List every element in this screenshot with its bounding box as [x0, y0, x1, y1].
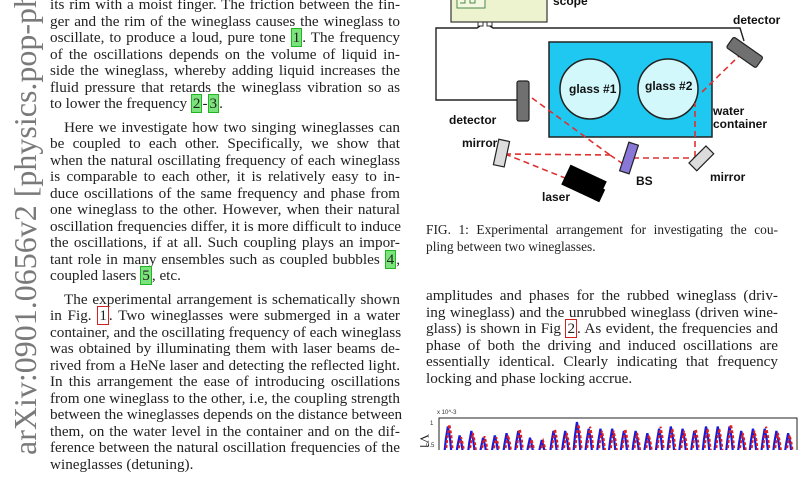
caption-line: pling between two wineglasses. [426, 238, 596, 254]
mirror-left-icon [492, 138, 511, 168]
text-line: amplitudes and phases for the rubbed win… [426, 287, 778, 304]
y-scale-label: x 10^-3 [437, 410, 457, 416]
text-line: was obtained by illuminating them with l… [50, 340, 400, 357]
text-line: fluid pressure that retards the wineglas… [50, 78, 400, 96]
citation-link[interactable]: 3 [207, 94, 220, 113]
text-line: The experimental arrangement is schemati… [64, 290, 400, 308]
paragraph-3: The experimental arrangement is schemati… [50, 290, 403, 474]
experiment-schematic [435, 0, 764, 203]
text-line: its rim with a moist finger. The frictio… [50, 0, 400, 13]
figure-link[interactable]: 2 [565, 319, 578, 338]
label-glass-1: glass #1 [569, 82, 617, 96]
text-line: rived from a HeNe laser and detecting th… [50, 356, 400, 374]
text-line: of the oscillations depends on the volum… [50, 45, 400, 63]
ytick-1: 1 [430, 421, 434, 427]
text-line: glass) is shown in Fig 2. As evident, th… [426, 319, 779, 338]
text-line: ference between the natural oscillation … [50, 439, 400, 456]
beam-splitter-icon [618, 141, 640, 175]
series-line [444, 424, 795, 459]
y-axis-label: V] [420, 434, 432, 448]
text-line: locking and phase locking accrue. [426, 369, 633, 387]
right-column: amplitudes and phases for the rubbed win… [426, 287, 779, 387]
ytick-0.5: 0.5 [426, 443, 435, 449]
label-scope: scope [553, 0, 588, 8]
paragraph-1: its rim with a moist finger. The frictio… [50, 0, 400, 113]
text-line: between the wineglasses depends on the d… [50, 406, 403, 423]
figure-1-caption: FIG. 1: Experimental arrangement for inv… [426, 222, 778, 255]
citation-link[interactable]: 4 [384, 249, 397, 269]
text-line: when the natural oscillating frequency o… [50, 151, 400, 169]
citation-link[interactable]: 1 [290, 28, 303, 47]
text-line: tant role in many ensembles such as coup… [50, 249, 400, 269]
caption-line: FIG. 1: Experimental arrangement for inv… [426, 222, 778, 237]
figure-1-diagram: scope detector glass #1 glass #2 water c… [420, 0, 800, 210]
label-container: container [713, 117, 768, 131]
label-glass-2: glass #2 [645, 79, 693, 93]
paragraph-2: Here we investigate how two singing wine… [50, 118, 401, 285]
text-line: ger and the rim of the wineglass causes … [50, 12, 400, 30]
text-line: side the wineglass, whereby adding liqui… [50, 62, 400, 79]
text-line: oscillate, to produce a loud, pure tone … [50, 28, 400, 47]
text-line: Here we investigate how two singing wine… [64, 118, 400, 136]
text-line: phase of both the driving and induced os… [426, 336, 778, 354]
text-line: duce oscillations of the same frequency … [50, 184, 400, 202]
label-mirror-right: mirror [710, 170, 746, 184]
glass-2 [637, 58, 699, 120]
mirror-right-icon [688, 145, 715, 172]
text-line: be coupled to each other. Specifically, … [50, 135, 400, 152]
text-line: them, on the water level in the containe… [50, 422, 400, 440]
oscillation-chart: x 10^-3 V] 1 0.5 [417, 410, 798, 459]
label-detector-right: detector [733, 13, 781, 27]
label-bs: BS [636, 174, 653, 188]
text-line: to lower the frequency 2-3. [50, 94, 223, 113]
text-line: coupled lasers 5, etc. [50, 266, 181, 285]
figure-link[interactable]: 1 [97, 306, 109, 325]
text-line: from one wineglass to the other, i.e, th… [50, 389, 400, 407]
label-detector-left: detector [449, 113, 497, 127]
figure-2-plot: x 10^-3 V] 1 0.5 [417, 400, 800, 459]
label-water: water [713, 104, 745, 118]
arxiv-stamp: arXiv:0901.0656v2 [physics.pop-ph] 8 Jan… [7, 0, 43, 455]
text-line: essentially identical. Clearly indicatin… [426, 353, 778, 370]
text-line: is comparable to each other, it is relat… [50, 168, 400, 185]
text-line: in Fig. 1. Two wineglasses were submerge… [50, 306, 400, 325]
detector-right-icon [726, 36, 764, 68]
citation-link[interactable]: 5 [140, 266, 152, 285]
detector-left-icon [516, 80, 530, 122]
text-line: In this arrangement the ease of introduc… [50, 373, 400, 390]
series-line [442, 421, 794, 459]
text-line: one wineglass to the other. However, whe… [50, 201, 400, 218]
left-column: its rim with a moist finger. The frictio… [50, 0, 403, 480]
citation-link[interactable]: 2 [190, 94, 203, 113]
glass-1 [559, 58, 621, 120]
label-mirror-left: mirror [462, 136, 498, 150]
text-line: ing wineglass) and the unrubbed wineglas… [426, 303, 778, 321]
laser-icon [561, 164, 607, 202]
text-line: the oscillations, if at all. Such coupli… [50, 234, 400, 251]
text-line: container, and the oscillating frequency… [50, 323, 402, 341]
text-line: wineglasses (detuning). [50, 455, 194, 473]
label-laser: laser [542, 190, 571, 204]
text-line: oscillation frequencies differ, it is mo… [50, 217, 401, 235]
